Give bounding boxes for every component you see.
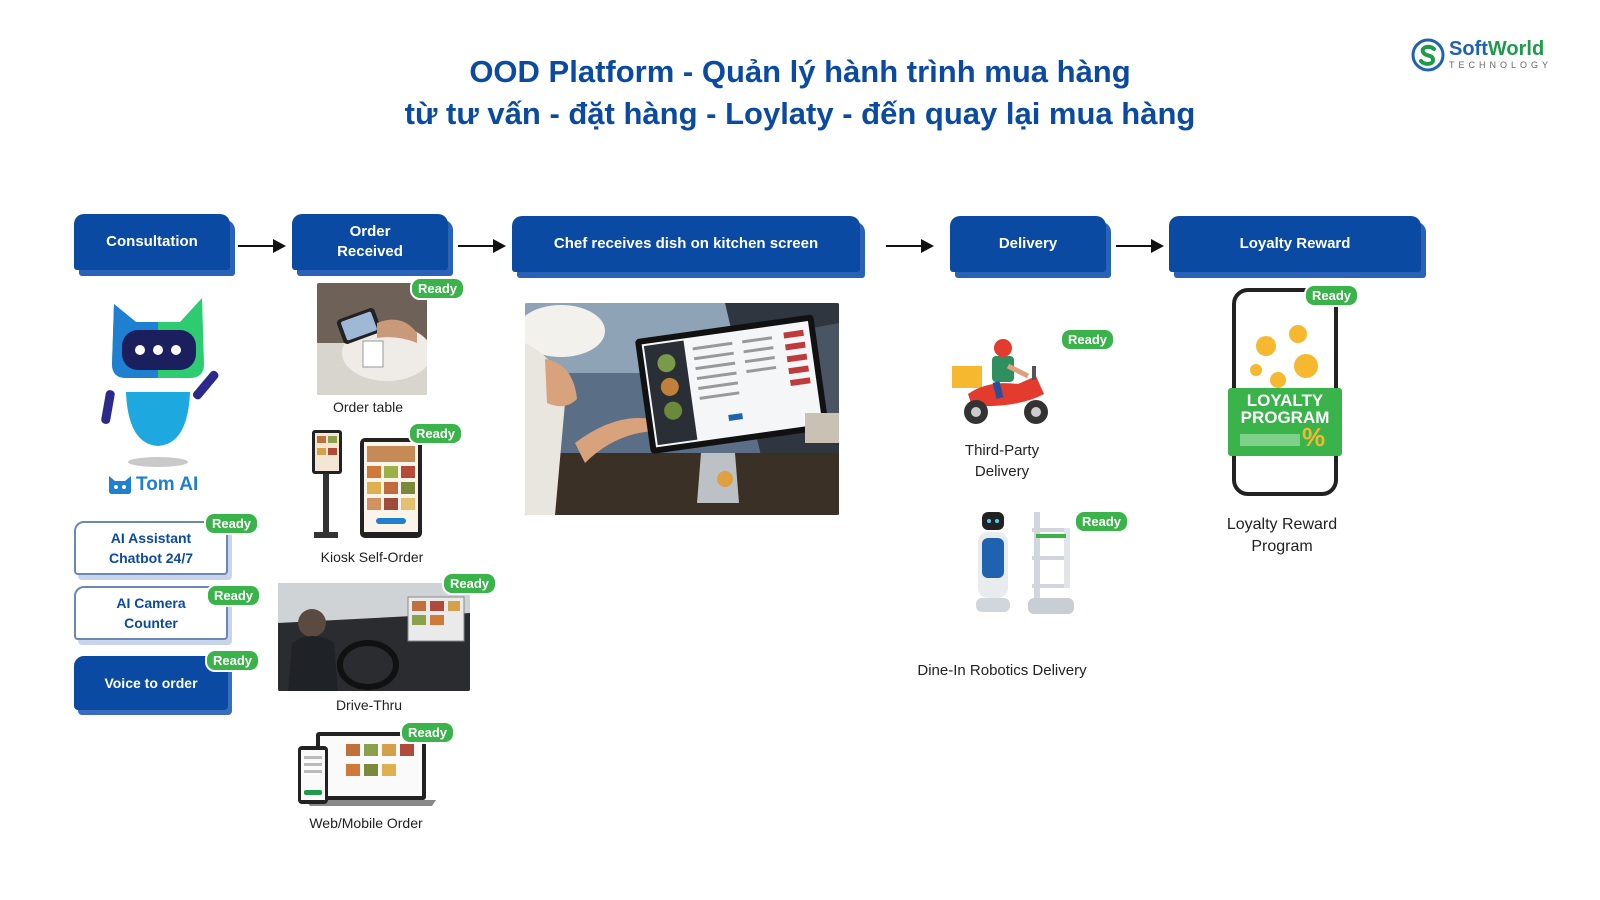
scooter-delivery-icon [952,339,1048,424]
ready-badge: Ready [1074,510,1130,533]
softworld-logo: SoftWorld TECHNOLOGY [1411,38,1552,72]
caption-kiosk: Kiosk Self-Order [320,549,424,565]
tom-ai-robot-icon [101,298,219,467]
softworld-s-icon [1411,38,1445,72]
feature-ai-assistant-line1: AI Assistant [110,530,192,546]
caption-loyalty-reward-program: Loyalty Reward Program [1210,514,1354,558]
ready-badge: Ready [1304,284,1360,307]
step-loyalty-reward: Loyalty Reward [1169,216,1421,272]
step-order-received: Order Received [292,214,448,270]
dine-in-robots-icon [976,512,1074,614]
feature-ai-camera-line2: Counter [124,615,178,631]
caption-third-party-delivery: Third-Party Delivery [940,440,1064,482]
title-line-2: từ tư vấn - đặt hàng - Loylaty - đến qua… [404,96,1196,131]
tom-ai-label: Tom AI [108,474,198,496]
step-order-line2: Received [337,243,403,260]
feature-ai-assistant: AI Assistant Chatbot 24/7 [74,521,228,575]
kiosk-self-order-illustration [312,430,422,538]
drive-thru-photo [278,583,470,691]
arrow-1 [238,239,286,253]
logo-soft: Soft [1448,38,1488,60]
arrow-3 [886,239,934,253]
tom-ai-name: Tom AI [136,474,199,495]
loyalty-percent-icon: % [1302,422,1326,452]
loyalty-program-badge-text: LOYALTY PROGRAM [1228,392,1342,426]
step-order-line1: Order [349,223,391,240]
caption-third-party-line2: Delivery [974,463,1030,480]
step-chef-kitchen: Chef receives dish on kitchen screen [512,216,860,272]
tom-ai-mini-icon [109,476,131,494]
loyalty-badge-line1: LOYALTY [1246,391,1324,410]
loyalty-badge-line2: PROGRAM [1240,408,1330,427]
web-mobile-order-illustration [298,732,436,806]
caption-robotics-delivery: Dine-In Robotics Delivery [917,662,1087,679]
caption-loyalty-line1: Loyalty Reward [1226,516,1338,533]
arrow-4 [1116,239,1164,253]
feature-voice-to-order: Voice to order [74,656,228,710]
chef-kitchen-screen-photo [525,303,839,515]
feature-ai-assistant-line2: Chatbot 24/7 [108,550,193,566]
ready-badge: Ready [205,649,261,672]
caption-drive-thru: Drive-Thru [335,697,403,713]
ready-badge: Ready [400,721,456,744]
ready-badge: Ready [206,584,262,607]
ready-badge: Ready [442,572,498,595]
step-consultation: Consultation [74,214,230,270]
logo-tagline: TECHNOLOGY [1448,60,1552,70]
feature-ai-camera: AI Camera Counter [74,586,228,640]
caption-web-mobile: Web/Mobile Order [309,815,423,831]
ready-badge: Ready [1060,328,1116,351]
logo-name: SoftWorld [1449,39,1552,59]
caption-order-table: Order table [332,399,404,415]
ready-badge: Ready [204,512,260,535]
title-line-1: OOD Platform - Quản lý hành trình mua hà… [469,54,1131,89]
caption-loyalty-line2: Program [1251,538,1313,555]
order-table-photo [317,283,427,395]
ready-badge: Ready [408,422,464,445]
feature-ai-camera-line1: AI Camera [116,595,186,611]
caption-third-party-line1: Third-Party [964,442,1040,459]
step-delivery: Delivery [950,216,1106,272]
arrow-2 [458,239,506,253]
ready-badge: Ready [410,277,466,300]
loyalty-phone-illustration [1228,288,1342,496]
logo-world: World [1487,38,1545,60]
